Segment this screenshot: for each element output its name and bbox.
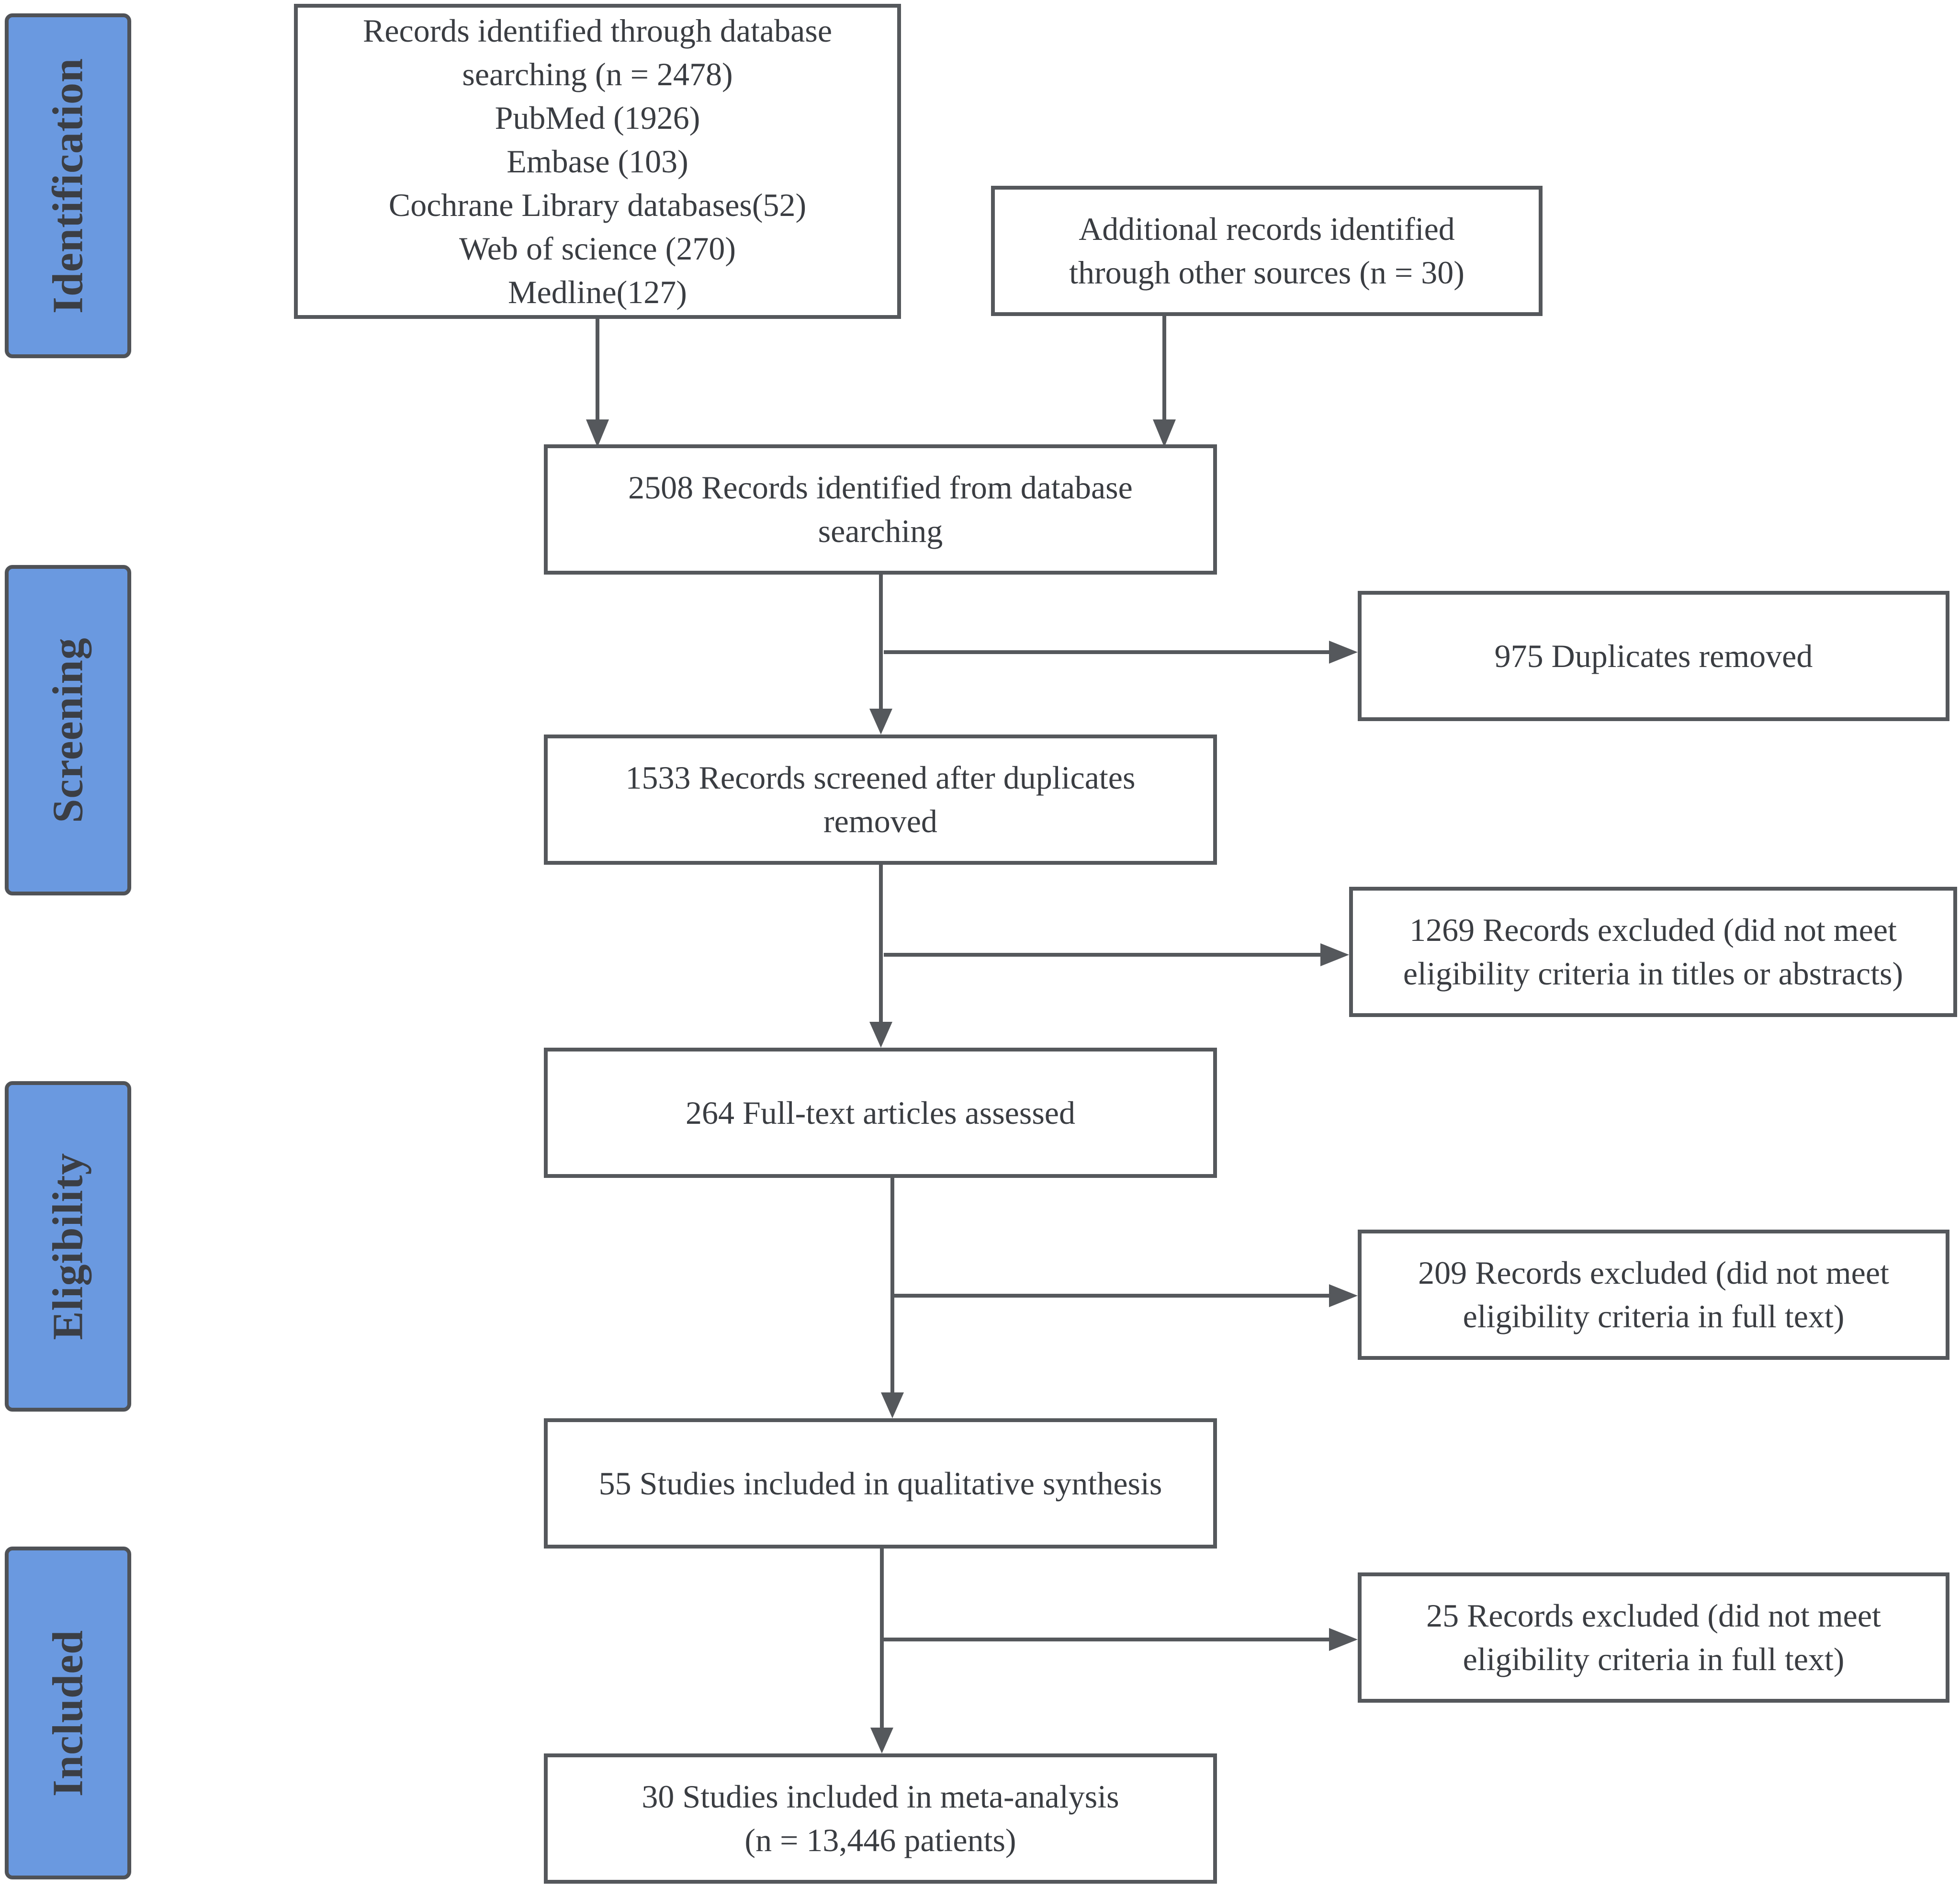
phase-eligibility: Eligibility [5, 1081, 131, 1412]
phase-screening: Screening [5, 565, 131, 895]
arrowhead-identified [869, 709, 892, 735]
box-duplicates-removed: 975 Duplicates removed [1358, 591, 1949, 721]
box-records-screened: 1533 Records screened after duplicates r… [544, 735, 1217, 865]
box-records-screened-text: 1533 Records screened after duplicates r… [625, 759, 1136, 839]
box-other-sources: Additional records identified through ot… [991, 186, 1543, 316]
box-records-identified-text: 2508 Records identified from database se… [628, 469, 1133, 549]
box-fulltext-assessed-text: 264 Full-text articles assessed [686, 1094, 1075, 1131]
box-meta-analysis: 30 Studies included in meta-analysis (n … [544, 1753, 1217, 1884]
arrowhead-other [1153, 419, 1176, 447]
arrowhead-screened [869, 1022, 892, 1048]
box-database-search-text: Records identified through database sear… [362, 12, 833, 310]
arrowhead-excluded-final [1329, 1628, 1358, 1651]
phase-identification: Identification [5, 13, 131, 358]
box-excluded-fulltext: 209 Records excluded (did not meet eligi… [1358, 1230, 1949, 1360]
box-excluded-titles: 1269 Records excluded (did not meet elig… [1349, 887, 1957, 1017]
box-meta-analysis-text: 30 Studies included in meta-analysis (n … [642, 1778, 1119, 1858]
arrowhead-search [586, 419, 609, 447]
arrowhead-excluded-titles [1320, 943, 1349, 966]
box-records-identified: 2508 Records identified from database se… [544, 444, 1217, 575]
box-excluded-fulltext-text: 209 Records excluded (did not meet eligi… [1418, 1255, 1889, 1334]
arrowhead-excluded-fulltext [1329, 1284, 1358, 1307]
box-excluded-final: 25 Records excluded (did not meet eligib… [1358, 1572, 1949, 1703]
arrowhead-qualitative [870, 1728, 893, 1753]
box-excluded-final-text: 25 Records excluded (did not meet eligib… [1426, 1597, 1881, 1677]
box-qualitative-synthesis: 55 Studies included in qualitative synth… [544, 1418, 1217, 1549]
arrowhead-duplicates [1329, 641, 1358, 664]
box-other-sources-text: Additional records identified through ot… [1069, 211, 1464, 291]
box-database-search: Records identified through database sear… [294, 4, 901, 319]
box-duplicates-removed-text: 975 Duplicates removed [1494, 637, 1813, 674]
box-qualitative-synthesis-text: 55 Studies included in qualitative synth… [598, 1465, 1162, 1502]
arrowhead-assessed [881, 1392, 904, 1418]
phase-included: Included [5, 1547, 131, 1879]
box-excluded-titles-text: 1269 Records excluded (did not meet elig… [1403, 912, 1904, 992]
box-fulltext-assessed: 264 Full-text articles assessed [544, 1048, 1217, 1178]
